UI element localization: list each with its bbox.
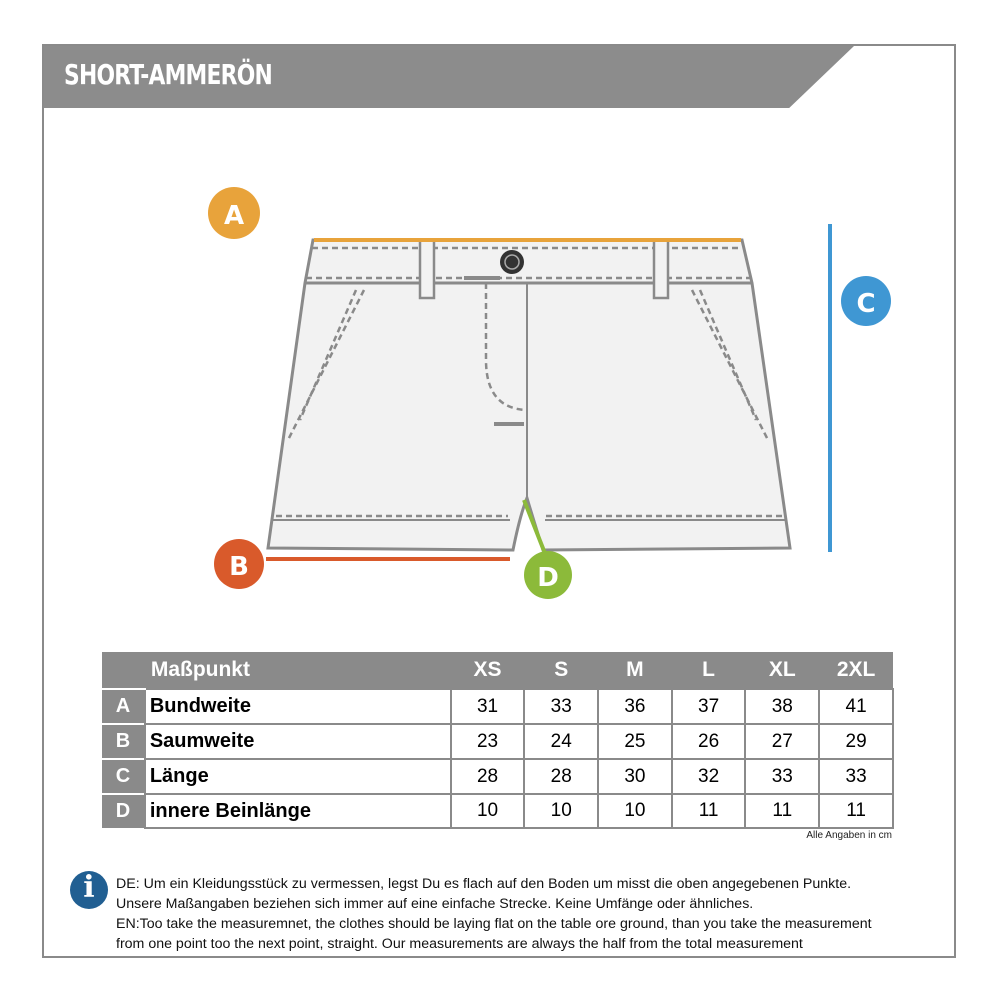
- cell-value: 33: [523, 688, 600, 725]
- info-icon-glyph: i: [83, 870, 95, 905]
- shorts-diagram: A B C D: [208, 187, 891, 599]
- table-row: D innere Beinlänge 10 10 10 11 11 11: [102, 793, 894, 829]
- cell-value: 11: [818, 793, 894, 829]
- table-row: C Länge 28 28 30 32 33 33: [102, 758, 894, 795]
- cell-value: 10: [449, 793, 526, 829]
- cell-value: 29: [818, 723, 894, 760]
- cell-value: 30: [597, 758, 673, 795]
- svg-text:D: D: [537, 563, 559, 593]
- units-note: Alle Angaben in cm: [806, 830, 892, 841]
- cell-value: 25: [597, 723, 673, 760]
- cell-value: 26: [670, 723, 747, 760]
- row-key: D: [102, 793, 145, 828]
- label-tag-2: [494, 422, 524, 426]
- cell-value: 38: [744, 688, 821, 725]
- cell-value: 28: [523, 758, 600, 795]
- row-name: Bundweite: [143, 688, 452, 725]
- header-size: XS: [450, 652, 525, 689]
- row-key: B: [102, 723, 145, 759]
- cell-value: 31: [449, 688, 526, 725]
- stitching-lines: [276, 246, 782, 518]
- header-measure-point: Maßpunkt: [144, 652, 451, 689]
- cell-value: 24: [523, 723, 600, 760]
- measure-line-d: [522, 499, 548, 557]
- instruction-line: DE: Um ein Kleidungsstück zu vermessen, …: [116, 876, 852, 892]
- cell-value: 11: [670, 793, 747, 829]
- page-title: SHORT-AMMERÖN: [64, 58, 273, 91]
- cell-value: 36: [597, 688, 673, 725]
- cell-value: 27: [744, 723, 821, 760]
- cell-value: 10: [597, 793, 673, 829]
- shorts-illustration: [266, 238, 792, 552]
- cell-value: 10: [523, 793, 600, 829]
- info-icon: i: [70, 870, 108, 909]
- label-tag: [464, 276, 500, 280]
- header-size: L: [671, 652, 746, 689]
- cell-value: 41: [818, 688, 894, 725]
- cell-value: 33: [818, 758, 894, 795]
- instruction-line: from one point too the next point, strai…: [116, 936, 803, 952]
- cell-value: 23: [449, 723, 526, 760]
- row-name: Länge: [143, 758, 452, 795]
- svg-text:C: C: [856, 289, 875, 319]
- badge-b: B: [214, 539, 264, 589]
- button-icon: [500, 250, 524, 274]
- instruction-line: Unsere Maßangaben beziehen sich immer au…: [116, 896, 754, 912]
- header-size: 2XL: [819, 652, 893, 689]
- measuring-instructions: DE: Um ein Kleidungsstück zu vermessen, …: [116, 874, 946, 954]
- cell-value: 28: [449, 758, 526, 795]
- header-size: S: [524, 652, 599, 689]
- badge-c: C: [841, 276, 891, 326]
- row-name: Saumweite: [143, 723, 452, 760]
- table-row: A Bundweite 31 33 36 37 38 41: [102, 688, 894, 725]
- cell-value: 33: [744, 758, 821, 795]
- row-key: A: [102, 688, 145, 724]
- header-size: M: [598, 652, 672, 689]
- table-row: B Saumweite 23 24 25 26 27 29: [102, 723, 894, 760]
- row-name: innere Beinlänge: [143, 793, 452, 829]
- badge-d: D: [524, 551, 572, 599]
- svg-text:B: B: [229, 552, 249, 582]
- title-bar: SHORT-AMMERÖN: [44, 46, 854, 108]
- table-header-row: Maßpunkt XS S M L XL 2XL: [102, 652, 893, 689]
- badge-a: A: [208, 187, 260, 239]
- svg-text:A: A: [224, 201, 244, 231]
- instruction-line: EN:Too take the measuremnet, the clothes…: [116, 916, 872, 932]
- cell-value: 11: [744, 793, 821, 829]
- cell-value: 32: [670, 758, 747, 795]
- header-blank: [102, 652, 145, 689]
- cell-value: 37: [670, 688, 747, 725]
- size-table: Maßpunkt XS S M L XL 2XL A Bundweite 31 …: [102, 652, 894, 829]
- row-key: C: [102, 758, 145, 794]
- header-size: XL: [745, 652, 820, 689]
